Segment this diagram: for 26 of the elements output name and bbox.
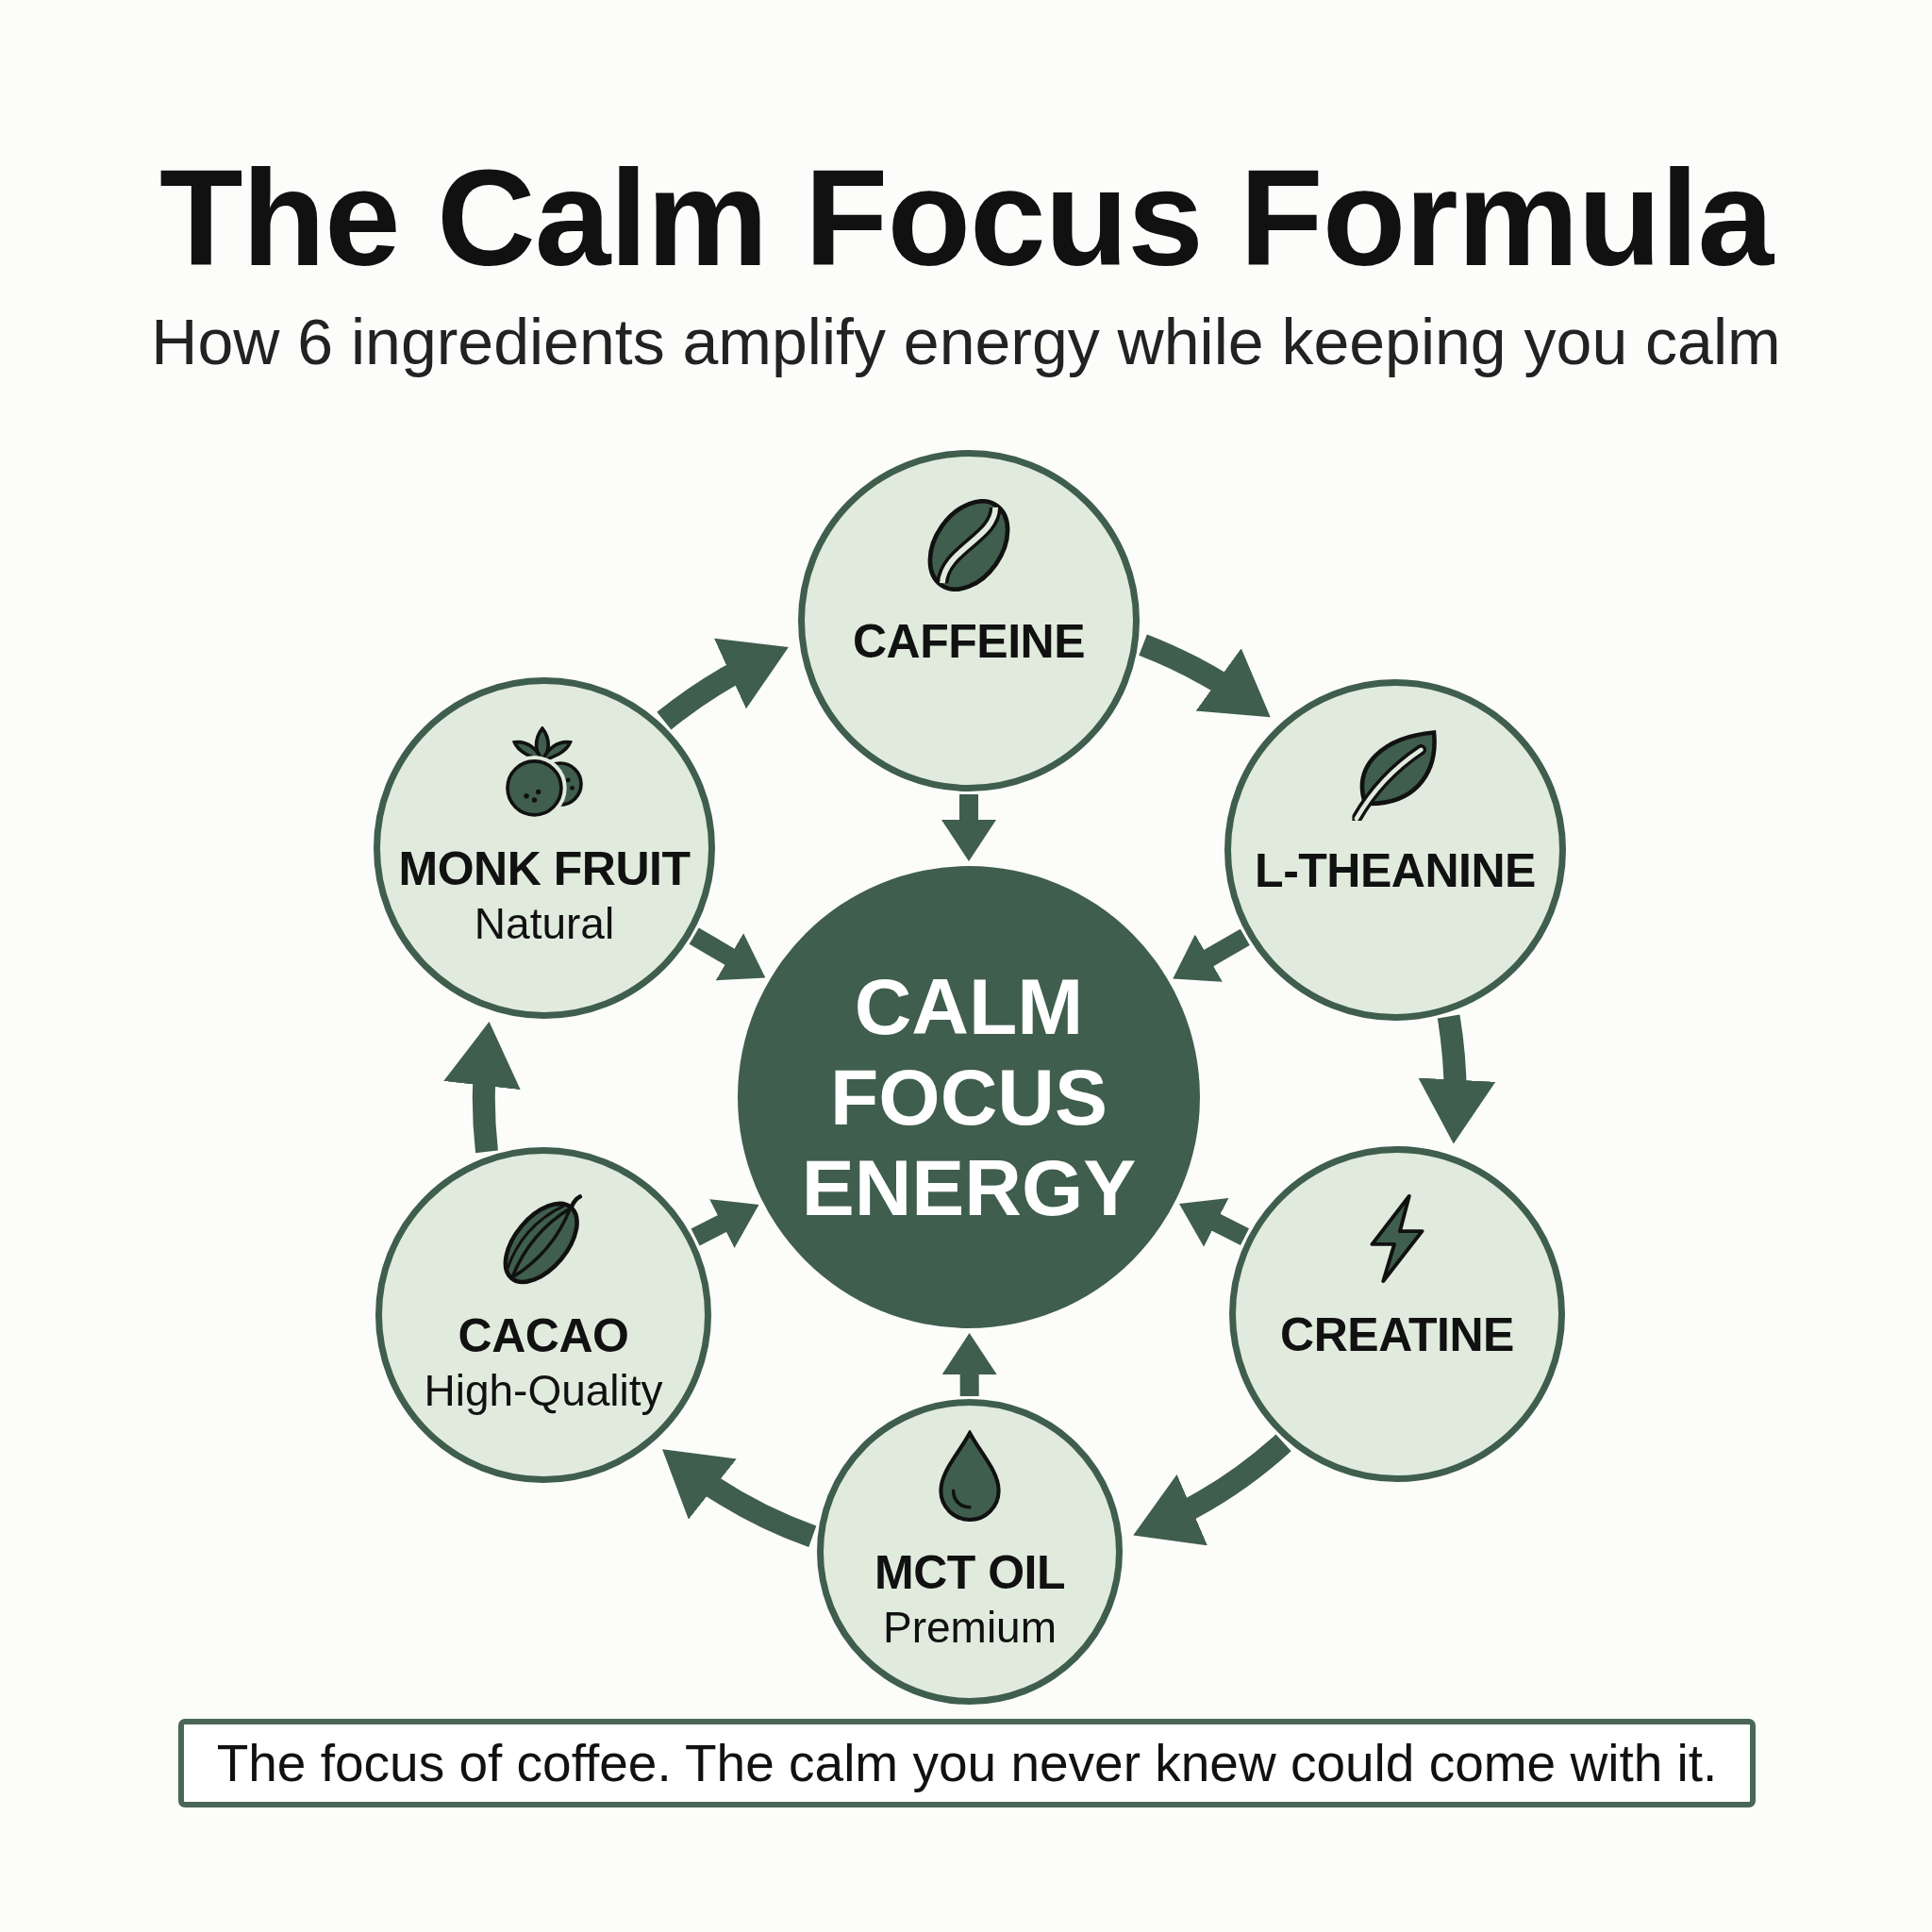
ingredient-name: CACAO	[458, 1308, 629, 1363]
arrow	[941, 794, 996, 861]
ingredient-note: Premium	[883, 1602, 1057, 1653]
ingredient-note: High-Quality	[424, 1365, 663, 1416]
ingredient-name: MCT OIL	[874, 1545, 1065, 1600]
curved-arrow	[661, 1450, 817, 1547]
curved-arrow	[1138, 634, 1272, 717]
arrow	[941, 1333, 997, 1397]
tagline-box	[178, 1719, 1756, 1807]
title: The Calm Focus Formula	[158, 143, 1774, 294]
ingredient-name: L-THEANINE	[1255, 843, 1536, 898]
curved-arrow	[444, 1022, 523, 1153]
curved-arrow	[657, 640, 789, 730]
ingredient-name: CAFFEINE	[853, 614, 1085, 669]
arrow	[691, 1199, 759, 1248]
ingredient-name: MONK FRUIT	[398, 841, 691, 896]
arrow	[689, 927, 766, 981]
arrow	[1173, 928, 1250, 982]
ingredient-name: CREATINE	[1280, 1307, 1514, 1362]
curved-arrow	[1417, 1014, 1495, 1144]
hub-label: CALM FOCUS ENERGY	[801, 961, 1137, 1233]
tagline-text: The focus of coffee. The calm you never knew could come with it.	[216, 1733, 1718, 1794]
arrow	[1179, 1198, 1250, 1247]
ingredient-note: Natural	[474, 898, 615, 949]
curved-arrow	[1133, 1434, 1291, 1543]
subtitle: How 6 ingredients amplify energy while keeping you calm	[151, 305, 1781, 379]
